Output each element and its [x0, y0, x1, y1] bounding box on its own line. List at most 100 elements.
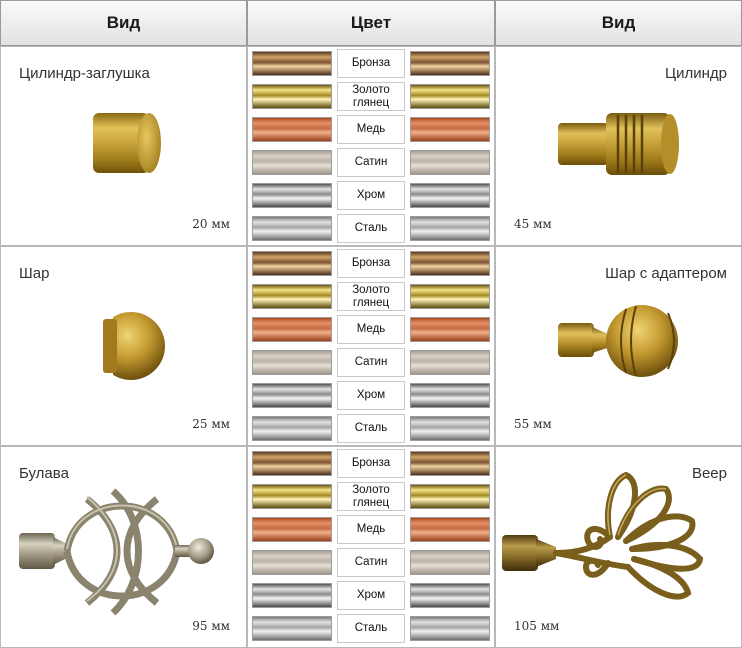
fan-image — [502, 471, 704, 600]
color-swatch-right — [410, 451, 490, 476]
color-swatch-right — [410, 416, 490, 441]
color-swatch-right — [410, 616, 490, 641]
color-swatch-right — [410, 317, 490, 342]
color-label: Сталь — [337, 614, 405, 643]
color-swatch-row: Золото глянец — [248, 480, 496, 513]
color-swatch-left — [252, 451, 332, 476]
color-swatch-right — [410, 150, 490, 175]
color-swatch-left — [252, 150, 332, 175]
color-swatch-right — [410, 117, 490, 142]
product-name: Булава — [19, 465, 69, 482]
product-cell-fan: Веер — [495, 446, 742, 648]
header-view-left: Вид — [0, 0, 247, 46]
color-swatch-row: Хром — [248, 179, 496, 212]
color-label: Золото глянец — [337, 82, 405, 111]
color-swatch-left — [252, 583, 332, 608]
color-label: Медь — [337, 315, 405, 344]
color-swatch-row: Сталь — [248, 612, 496, 645]
color-swatch-right — [410, 484, 490, 509]
color-label: Хром — [337, 381, 405, 410]
product-size: 20 мм — [192, 217, 230, 231]
color-swatch-left — [252, 484, 332, 509]
mace-image — [19, 488, 214, 616]
color-label: Сталь — [337, 214, 405, 243]
product-name: Веер — [691, 465, 727, 482]
color-label: Бронза — [337, 449, 405, 478]
color-label: Бронза — [337, 249, 405, 278]
color-swatch-right — [410, 550, 490, 575]
color-swatch-left — [252, 616, 332, 641]
color-swatch-row: Сатин — [248, 146, 496, 179]
color-swatch-left — [252, 251, 332, 276]
product-size: 25 мм — [192, 417, 230, 431]
ball-image — [95, 312, 165, 380]
product-name: Цилиндр — [665, 65, 727, 82]
color-swatch-right — [410, 284, 490, 309]
product-cell-cylinder: Цилиндр 45 мм — [495, 46, 742, 246]
color-swatch-row: Бронза — [248, 47, 496, 80]
color-swatch-right — [410, 350, 490, 375]
color-swatch-left — [252, 117, 332, 142]
color-swatch-row: Медь — [248, 513, 496, 546]
product-size: 95 мм — [192, 619, 230, 633]
product-name: Цилиндр-заглушка — [19, 65, 150, 82]
color-swatch-right — [410, 84, 490, 109]
product-size: 55 мм — [514, 417, 552, 431]
product-cell-cylinder-cap: Цилиндр-заглушка 20 мм — [0, 46, 247, 246]
color-swatch-right — [410, 383, 490, 408]
color-swatch-row: Хром — [248, 379, 496, 412]
cylinder-image — [558, 113, 679, 175]
product-name: Шар с адаптером — [605, 265, 727, 282]
color-swatch-row: Сталь — [248, 212, 496, 245]
color-label: Хром — [337, 581, 405, 610]
color-label: Золото глянец — [337, 482, 405, 511]
color-label: Медь — [337, 115, 405, 144]
color-label: Сатин — [337, 148, 405, 177]
color-swatch-left — [252, 350, 332, 375]
color-swatch-right — [410, 216, 490, 241]
product-size: 105 мм — [514, 619, 560, 633]
color-label: Золото глянец — [337, 282, 405, 311]
color-swatch-row: Хром — [248, 579, 496, 612]
color-swatch-left — [252, 84, 332, 109]
color-swatch-right — [410, 517, 490, 542]
color-swatch-left — [252, 216, 332, 241]
color-swatch-row: Медь — [248, 313, 496, 346]
ball-adapter-image — [558, 305, 678, 377]
color-swatch-right — [410, 583, 490, 608]
product-name: Шар — [19, 265, 50, 282]
color-label: Сатин — [337, 348, 405, 377]
color-swatch-left — [252, 383, 332, 408]
color-swatch-left — [252, 416, 332, 441]
color-swatch-left — [252, 51, 332, 76]
color-swatch-row: Медь — [248, 113, 496, 146]
color-label: Бронза — [337, 49, 405, 78]
color-swatch-row: Золото глянец — [248, 80, 496, 113]
color-label: Сталь — [337, 414, 405, 443]
product-cell-mace: Булава — [0, 446, 247, 648]
product-cell-ball: Шар 25 мм — [0, 246, 247, 446]
color-swatch-left — [252, 317, 332, 342]
color-swatch-right — [410, 251, 490, 276]
color-swatch-left — [252, 550, 332, 575]
product-cell-ball-adapter: Шар с адаптером 55 мм — [495, 246, 742, 446]
color-label: Хром — [337, 181, 405, 210]
color-swatch-left — [252, 284, 332, 309]
cylinder-cap-image — [93, 113, 161, 173]
color-swatch-row: Сатин — [248, 346, 496, 379]
color-swatch-left — [252, 183, 332, 208]
header-color: Цвет — [247, 0, 495, 46]
color-swatch-right — [410, 51, 490, 76]
color-label: Медь — [337, 515, 405, 544]
color-swatch-left — [252, 517, 332, 542]
color-swatch-row: Сталь — [248, 412, 496, 445]
color-swatch-row: Сатин — [248, 546, 496, 579]
header-view-right: Вид — [495, 0, 742, 46]
color-swatch-row: Бронза — [248, 247, 496, 280]
color-swatch-row: Бронза — [248, 447, 496, 480]
color-swatch-row: Золото глянец — [248, 280, 496, 313]
